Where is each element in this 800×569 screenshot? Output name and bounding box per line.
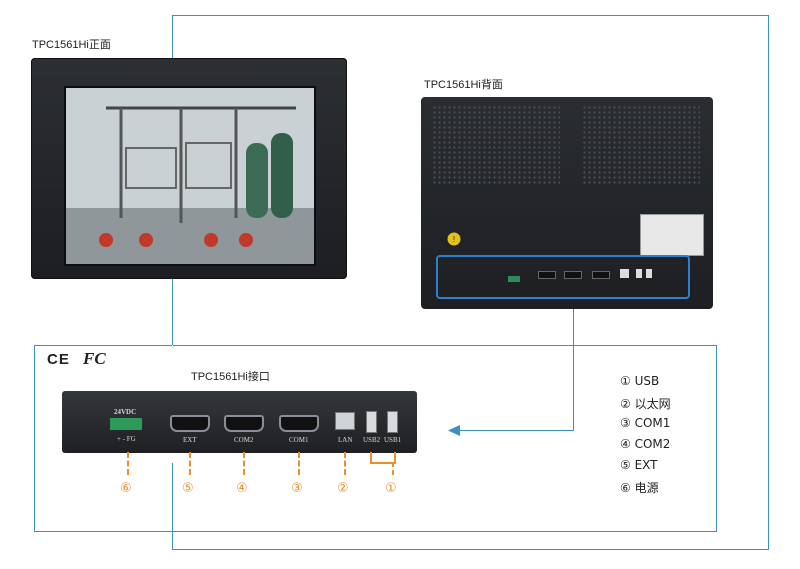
screen-illustration xyxy=(66,88,314,264)
lan-port-label: LAN xyxy=(338,436,353,444)
legend-item: ⑤ EXT xyxy=(620,458,658,472)
spec-sticker xyxy=(640,214,704,256)
front-to-interface-line xyxy=(172,279,173,345)
back-to-interface-line-v xyxy=(573,296,574,431)
back-port-usb xyxy=(646,269,652,278)
vent-right xyxy=(582,105,700,185)
callout-line-usb xyxy=(392,462,394,475)
ext-port-label: EXT xyxy=(183,436,197,444)
frame-line-left-lower xyxy=(172,463,173,550)
callout-number: ⑤ xyxy=(182,481,194,496)
com1-port xyxy=(279,415,319,432)
inner-frame-left xyxy=(34,345,35,531)
legend-item: ① USB xyxy=(620,374,660,388)
callout-number: ④ xyxy=(236,481,248,496)
inner-frame-bottom xyxy=(34,531,717,532)
frame-line-bottom xyxy=(172,549,769,550)
warning-icon: ! xyxy=(447,232,461,246)
com1-port-label: COM1 xyxy=(289,436,309,444)
back-port-usb xyxy=(636,269,642,278)
front-label: TPC1561Hi正面 xyxy=(32,39,111,51)
back-io-highlight xyxy=(436,255,690,299)
callout-line-power xyxy=(127,452,129,475)
back-to-interface-line-h xyxy=(458,430,574,431)
inner-frame-right xyxy=(716,345,717,531)
vent-left xyxy=(432,105,560,185)
frame-line-right xyxy=(768,15,769,550)
usb2-port xyxy=(366,411,377,433)
back-label: TPC1561Hi背面 xyxy=(424,79,503,91)
legend-item: ⑥ 电源 xyxy=(620,481,659,495)
usb1-port-label: USB1 xyxy=(384,436,402,444)
com2-port-label: COM2 xyxy=(234,436,254,444)
fcc-mark-icon: FC xyxy=(83,349,106,368)
power-pins-label: + - FG xyxy=(117,435,136,443)
svg-text:!: ! xyxy=(452,235,455,244)
back-port-com2 xyxy=(564,271,582,279)
frame-line-top xyxy=(172,15,769,16)
back-port-lan xyxy=(620,269,629,278)
legend-item: ② 以太网 xyxy=(620,397,671,411)
inner-frame-top-left xyxy=(34,345,172,346)
callout-line-ext xyxy=(189,452,191,475)
interface-label: TPC1561Hi接口 xyxy=(191,371,270,383)
usb1-port xyxy=(387,411,398,433)
inner-frame-top-right xyxy=(173,345,717,346)
callout-line-com2 xyxy=(243,452,245,475)
front-screen xyxy=(64,86,316,266)
back-port-ext xyxy=(538,271,556,279)
arrow-left-icon xyxy=(448,425,460,436)
com2-port xyxy=(224,415,264,432)
power-voltage-label: 24VDC xyxy=(114,408,137,416)
callout-number: ② xyxy=(337,481,349,496)
back-power-terminal xyxy=(508,276,520,282)
back-port-com1 xyxy=(592,271,610,279)
legend-item: ④ COM2 xyxy=(620,437,671,451)
callout-number: ⑥ xyxy=(120,481,132,496)
ce-mark-icon: CE xyxy=(47,351,70,368)
callout-number: ③ xyxy=(291,481,303,496)
callout-bracket-usb xyxy=(370,452,396,464)
power-terminal xyxy=(110,418,142,430)
frame-line-left-upper xyxy=(172,15,173,59)
legend-item: ③ COM1 xyxy=(620,416,671,430)
callout-line-lan xyxy=(344,452,346,475)
callout-number: ① xyxy=(385,481,397,496)
ext-port xyxy=(170,415,210,432)
lan-port xyxy=(335,412,355,430)
usb2-port-label: USB2 xyxy=(363,436,381,444)
callout-line-com1 xyxy=(298,452,300,475)
